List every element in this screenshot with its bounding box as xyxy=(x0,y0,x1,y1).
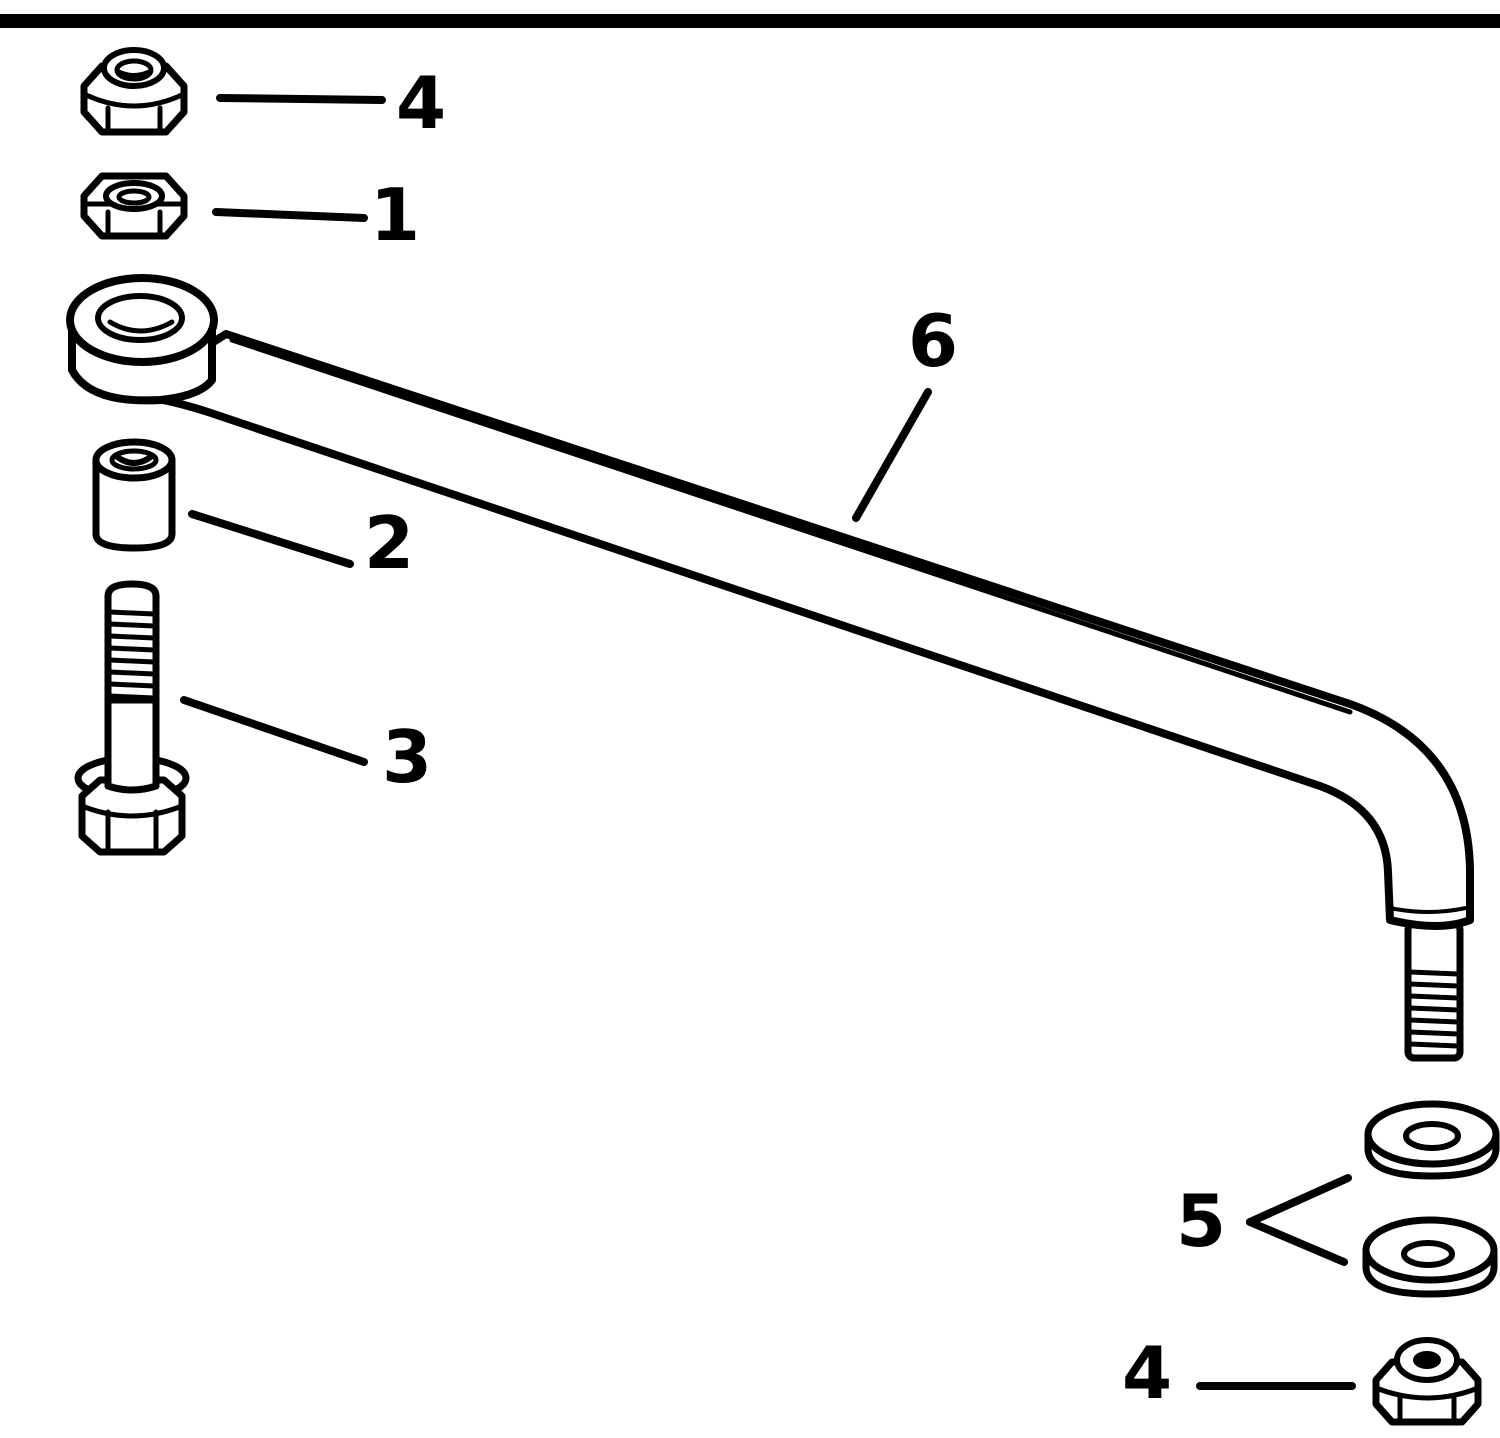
callout-4-top: 4 xyxy=(396,61,446,145)
callout-5: 5 xyxy=(1176,1179,1226,1263)
part-bushing xyxy=(92,438,176,552)
leader-5-upper xyxy=(1246,1174,1352,1226)
top-border-rule xyxy=(0,14,1500,28)
leader-3 xyxy=(180,696,368,766)
part-hex-nut xyxy=(80,172,188,240)
callout-4-bottom: 4 xyxy=(1122,1331,1172,1415)
callout-2: 2 xyxy=(364,501,414,585)
callout-1: 1 xyxy=(370,173,420,257)
part-flange-bolt xyxy=(74,580,190,856)
leader-5-lower xyxy=(1246,1218,1348,1266)
callout-3: 3 xyxy=(382,715,432,799)
leader-4-top xyxy=(216,94,386,104)
leader-2 xyxy=(188,510,354,568)
part-lock-nut-bottom xyxy=(1372,1337,1482,1426)
part-lock-nut-top xyxy=(80,47,188,136)
part-washer-upper xyxy=(1364,1100,1500,1180)
leader-lines xyxy=(180,94,1356,1390)
leader-1 xyxy=(212,208,368,222)
callout-6: 6 xyxy=(908,299,958,383)
part-washer-lower xyxy=(1362,1216,1498,1298)
leader-6 xyxy=(852,388,932,522)
part-steering-link-rod xyxy=(66,274,1474,1062)
